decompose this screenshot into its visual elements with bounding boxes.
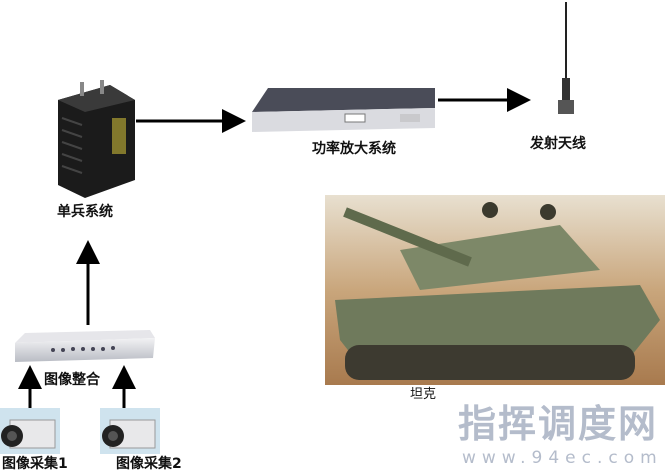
soldier-system-label: 单兵系统 — [57, 204, 113, 220]
camera-icon — [100, 408, 160, 454]
rack-amplifier-icon — [252, 88, 435, 132]
camera1-label: 图像采集1 — [2, 456, 68, 472]
image-integration-label: 图像整合 — [44, 372, 100, 388]
radio-unit-icon — [58, 80, 135, 198]
tank-photo — [325, 195, 665, 385]
camera-icon — [0, 408, 60, 454]
watermark-title: 指挥调度网 — [458, 402, 659, 446]
camera2-label: 图像采集2 — [116, 456, 182, 472]
antenna-label: 发射天线 — [530, 136, 586, 152]
video-encoder-icon — [15, 330, 155, 362]
watermark-url: www.94ec.com — [462, 448, 663, 468]
antenna-icon — [558, 2, 574, 114]
power-amplifier-label: 功率放大系统 — [312, 141, 396, 157]
tank-label: 坦克 — [410, 387, 437, 402]
